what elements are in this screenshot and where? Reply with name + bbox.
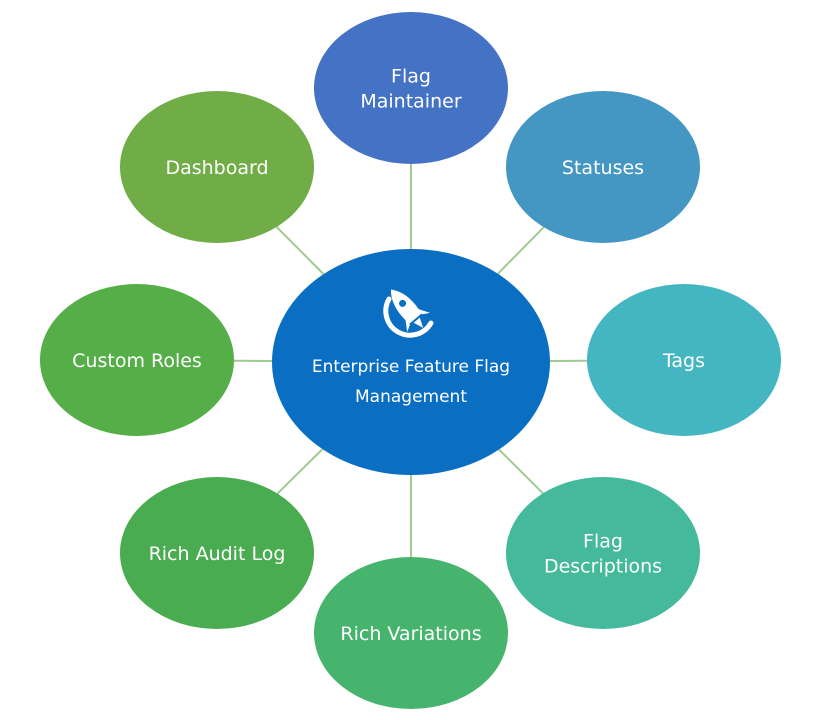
outer-nodes: FlagMaintainerStatusesTagsFlagDescriptio…	[40, 12, 781, 709]
center-title-line-1: Enterprise Feature Flag	[312, 357, 510, 377]
node-label-tags-1: Tags	[662, 350, 705, 372]
node-ellipse-tags	[587, 284, 781, 436]
node-label-statuses-1: Statuses	[562, 157, 644, 179]
connector-rich-audit-log	[276, 448, 324, 495]
node-label-flag-descriptions-2: Descriptions	[544, 556, 662, 578]
node-label-rich-variations-1: Rich Variations	[340, 623, 481, 645]
node-label-custom-roles-1: Custom Roles	[72, 350, 202, 372]
node-custom-roles: Custom Roles	[40, 284, 234, 436]
rocket-icon	[383, 289, 434, 338]
node-ellipse-dashboard	[120, 91, 314, 243]
connector-dashboard	[275, 226, 325, 275]
connector-flag-descriptions	[498, 448, 544, 495]
node-label-rich-audit-log-1: Rich Audit Log	[149, 543, 286, 565]
node-ellipse-rich-variations	[314, 557, 508, 709]
node-tags: Tags	[587, 284, 781, 436]
center-title-line-2: Management	[355, 387, 467, 407]
connectors	[233, 164, 588, 557]
node-ellipse-flag-descriptions	[506, 477, 700, 629]
node-statuses: Statuses	[506, 91, 700, 243]
node-label-dashboard-1: Dashboard	[165, 157, 268, 179]
node-ellipse-custom-roles	[40, 284, 234, 436]
node-label-flag-maintainer-1: Flag	[391, 66, 431, 88]
node-ellipse-statuses	[506, 91, 700, 243]
node-ellipse-flag-maintainer	[314, 12, 508, 164]
connector-statuses	[497, 226, 545, 275]
node-label-flag-descriptions-1: Flag	[583, 531, 623, 553]
center-node: Enterprise Feature Flag Management	[272, 249, 550, 475]
node-dashboard: Dashboard	[120, 91, 314, 243]
node-ellipse-rich-audit-log	[120, 477, 314, 629]
center-ellipse	[272, 249, 550, 475]
node-label-flag-maintainer-2: Maintainer	[360, 91, 461, 113]
node-rich-variations: Rich Variations	[314, 557, 508, 709]
node-rich-audit-log: Rich Audit Log	[120, 477, 314, 629]
